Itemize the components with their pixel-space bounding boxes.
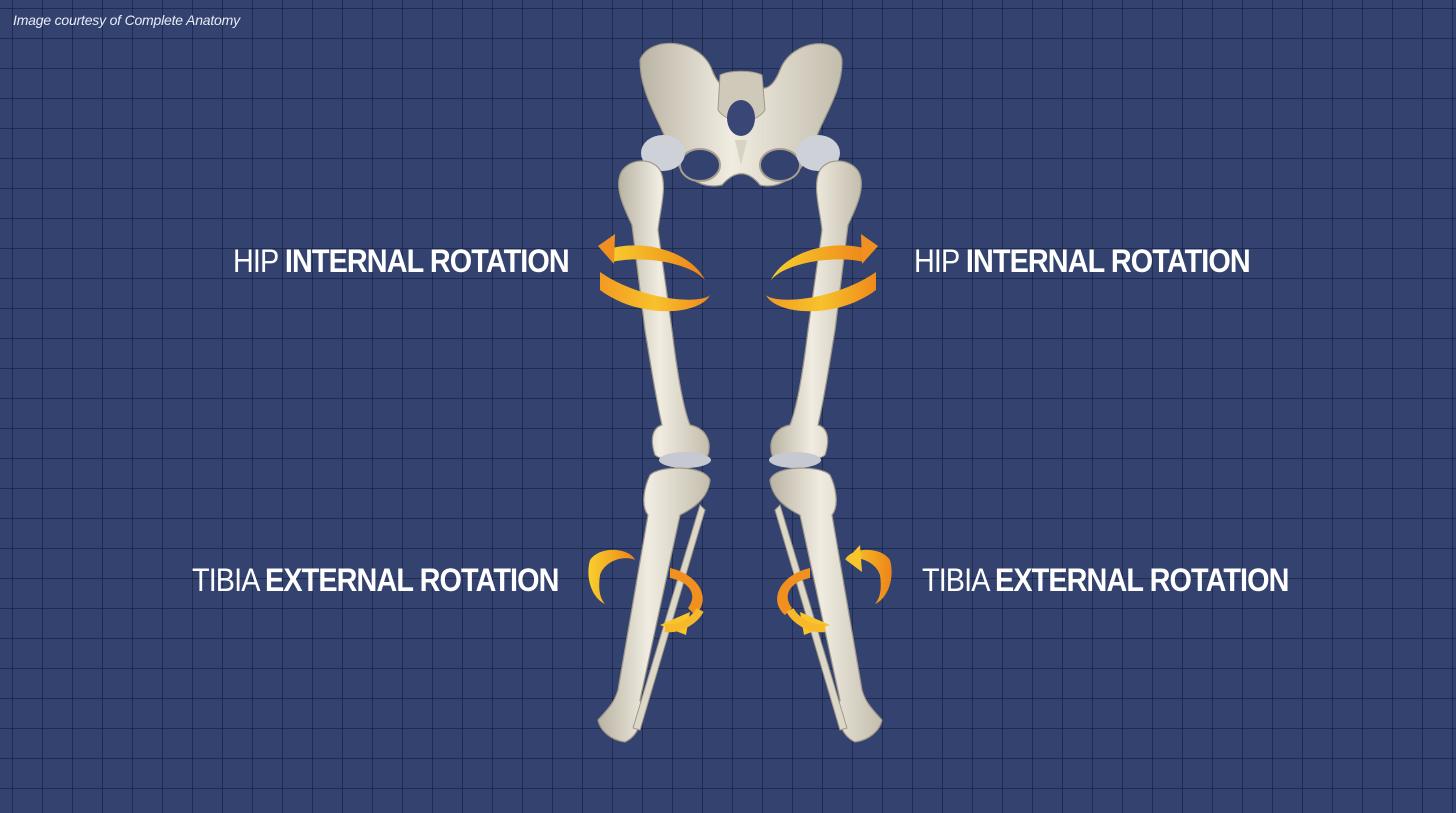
left-tibia-rotation-arrow <box>588 549 704 635</box>
left-fibula <box>632 504 706 731</box>
right-knee-cartilage <box>769 452 821 468</box>
left-femoral-head <box>641 135 685 171</box>
pelvis <box>639 42 843 187</box>
label-hip-word: HIP <box>914 243 960 279</box>
label-hip-word: HIP <box>233 243 279 279</box>
right-tibia <box>769 467 883 743</box>
label-hip-internal-rotation-left: HIP INTERNAL ROTATION <box>233 243 570 279</box>
label-tibia-external-rotation-left: TIBIA EXTERNAL ROTATION <box>192 562 559 598</box>
label-rotation-text: EXTERNAL ROTATION <box>995 562 1289 598</box>
left-knee-cartilage <box>659 452 711 468</box>
label-tibia-word: TIBIA <box>922 562 989 598</box>
left-tibia <box>597 467 711 743</box>
label-rotation-text: INTERNAL ROTATION <box>965 243 1251 279</box>
image-credit: Image courtesy of Complete Anatomy <box>13 12 240 28</box>
right-tibia-rotation-arrow <box>777 545 892 635</box>
left-hip-rotation-arrow <box>598 234 710 312</box>
label-tibia-word: TIBIA <box>192 562 259 598</box>
label-hip-internal-rotation-right: HIP INTERNAL ROTATION <box>914 243 1251 279</box>
label-rotation-text: EXTERNAL ROTATION <box>265 562 559 598</box>
label-rotation-text: INTERNAL ROTATION <box>284 243 570 279</box>
right-hip-rotation-arrow <box>766 234 878 312</box>
label-tibia-external-rotation-right: TIBIA EXTERNAL ROTATION <box>922 562 1289 598</box>
